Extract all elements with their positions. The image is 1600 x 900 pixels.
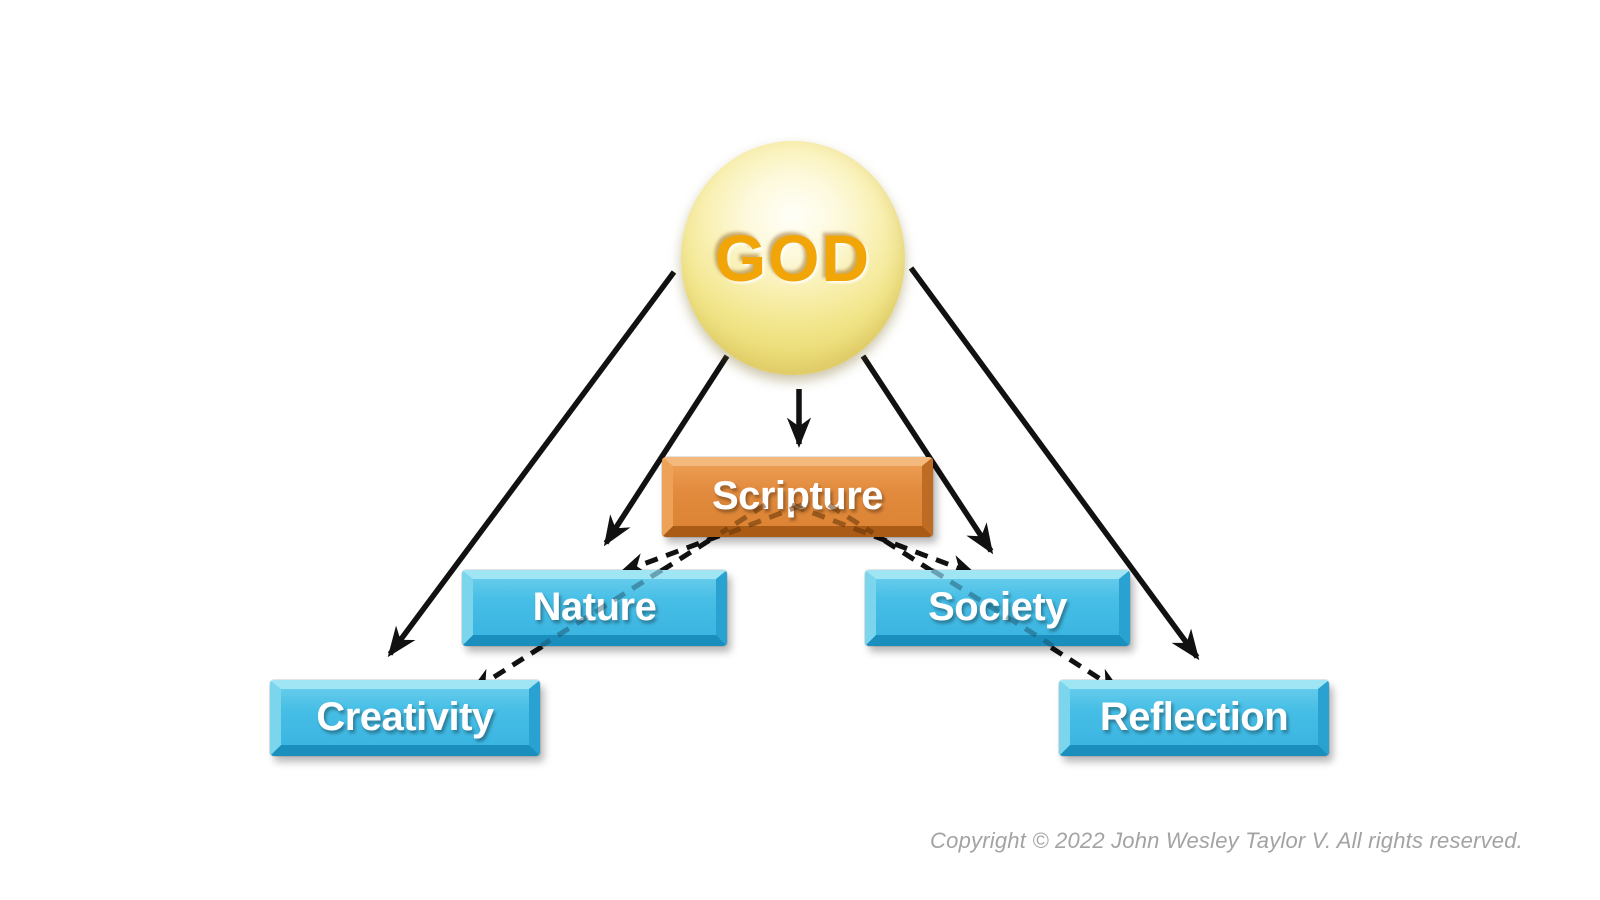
node-god: GOD: [681, 141, 905, 375]
node-reflection: Reflection: [1059, 680, 1329, 756]
node-scripture: Scripture: [662, 457, 933, 537]
node-society: Society: [865, 570, 1130, 646]
node-reflection-label: Reflection: [1099, 694, 1289, 739]
node-creativity: Creativity: [270, 680, 540, 756]
copyright-text: Copyright © 2022 John Wesley Taylor V. A…: [930, 828, 1523, 853]
node-scripture-label: Scripture: [711, 473, 884, 518]
node-nature-label: Nature: [532, 584, 657, 629]
node-creativity-label: Creativity: [316, 694, 494, 739]
node-nature: Nature: [462, 570, 727, 646]
node-god-label: GOD: [714, 221, 872, 295]
node-society-label: Society: [928, 584, 1067, 629]
